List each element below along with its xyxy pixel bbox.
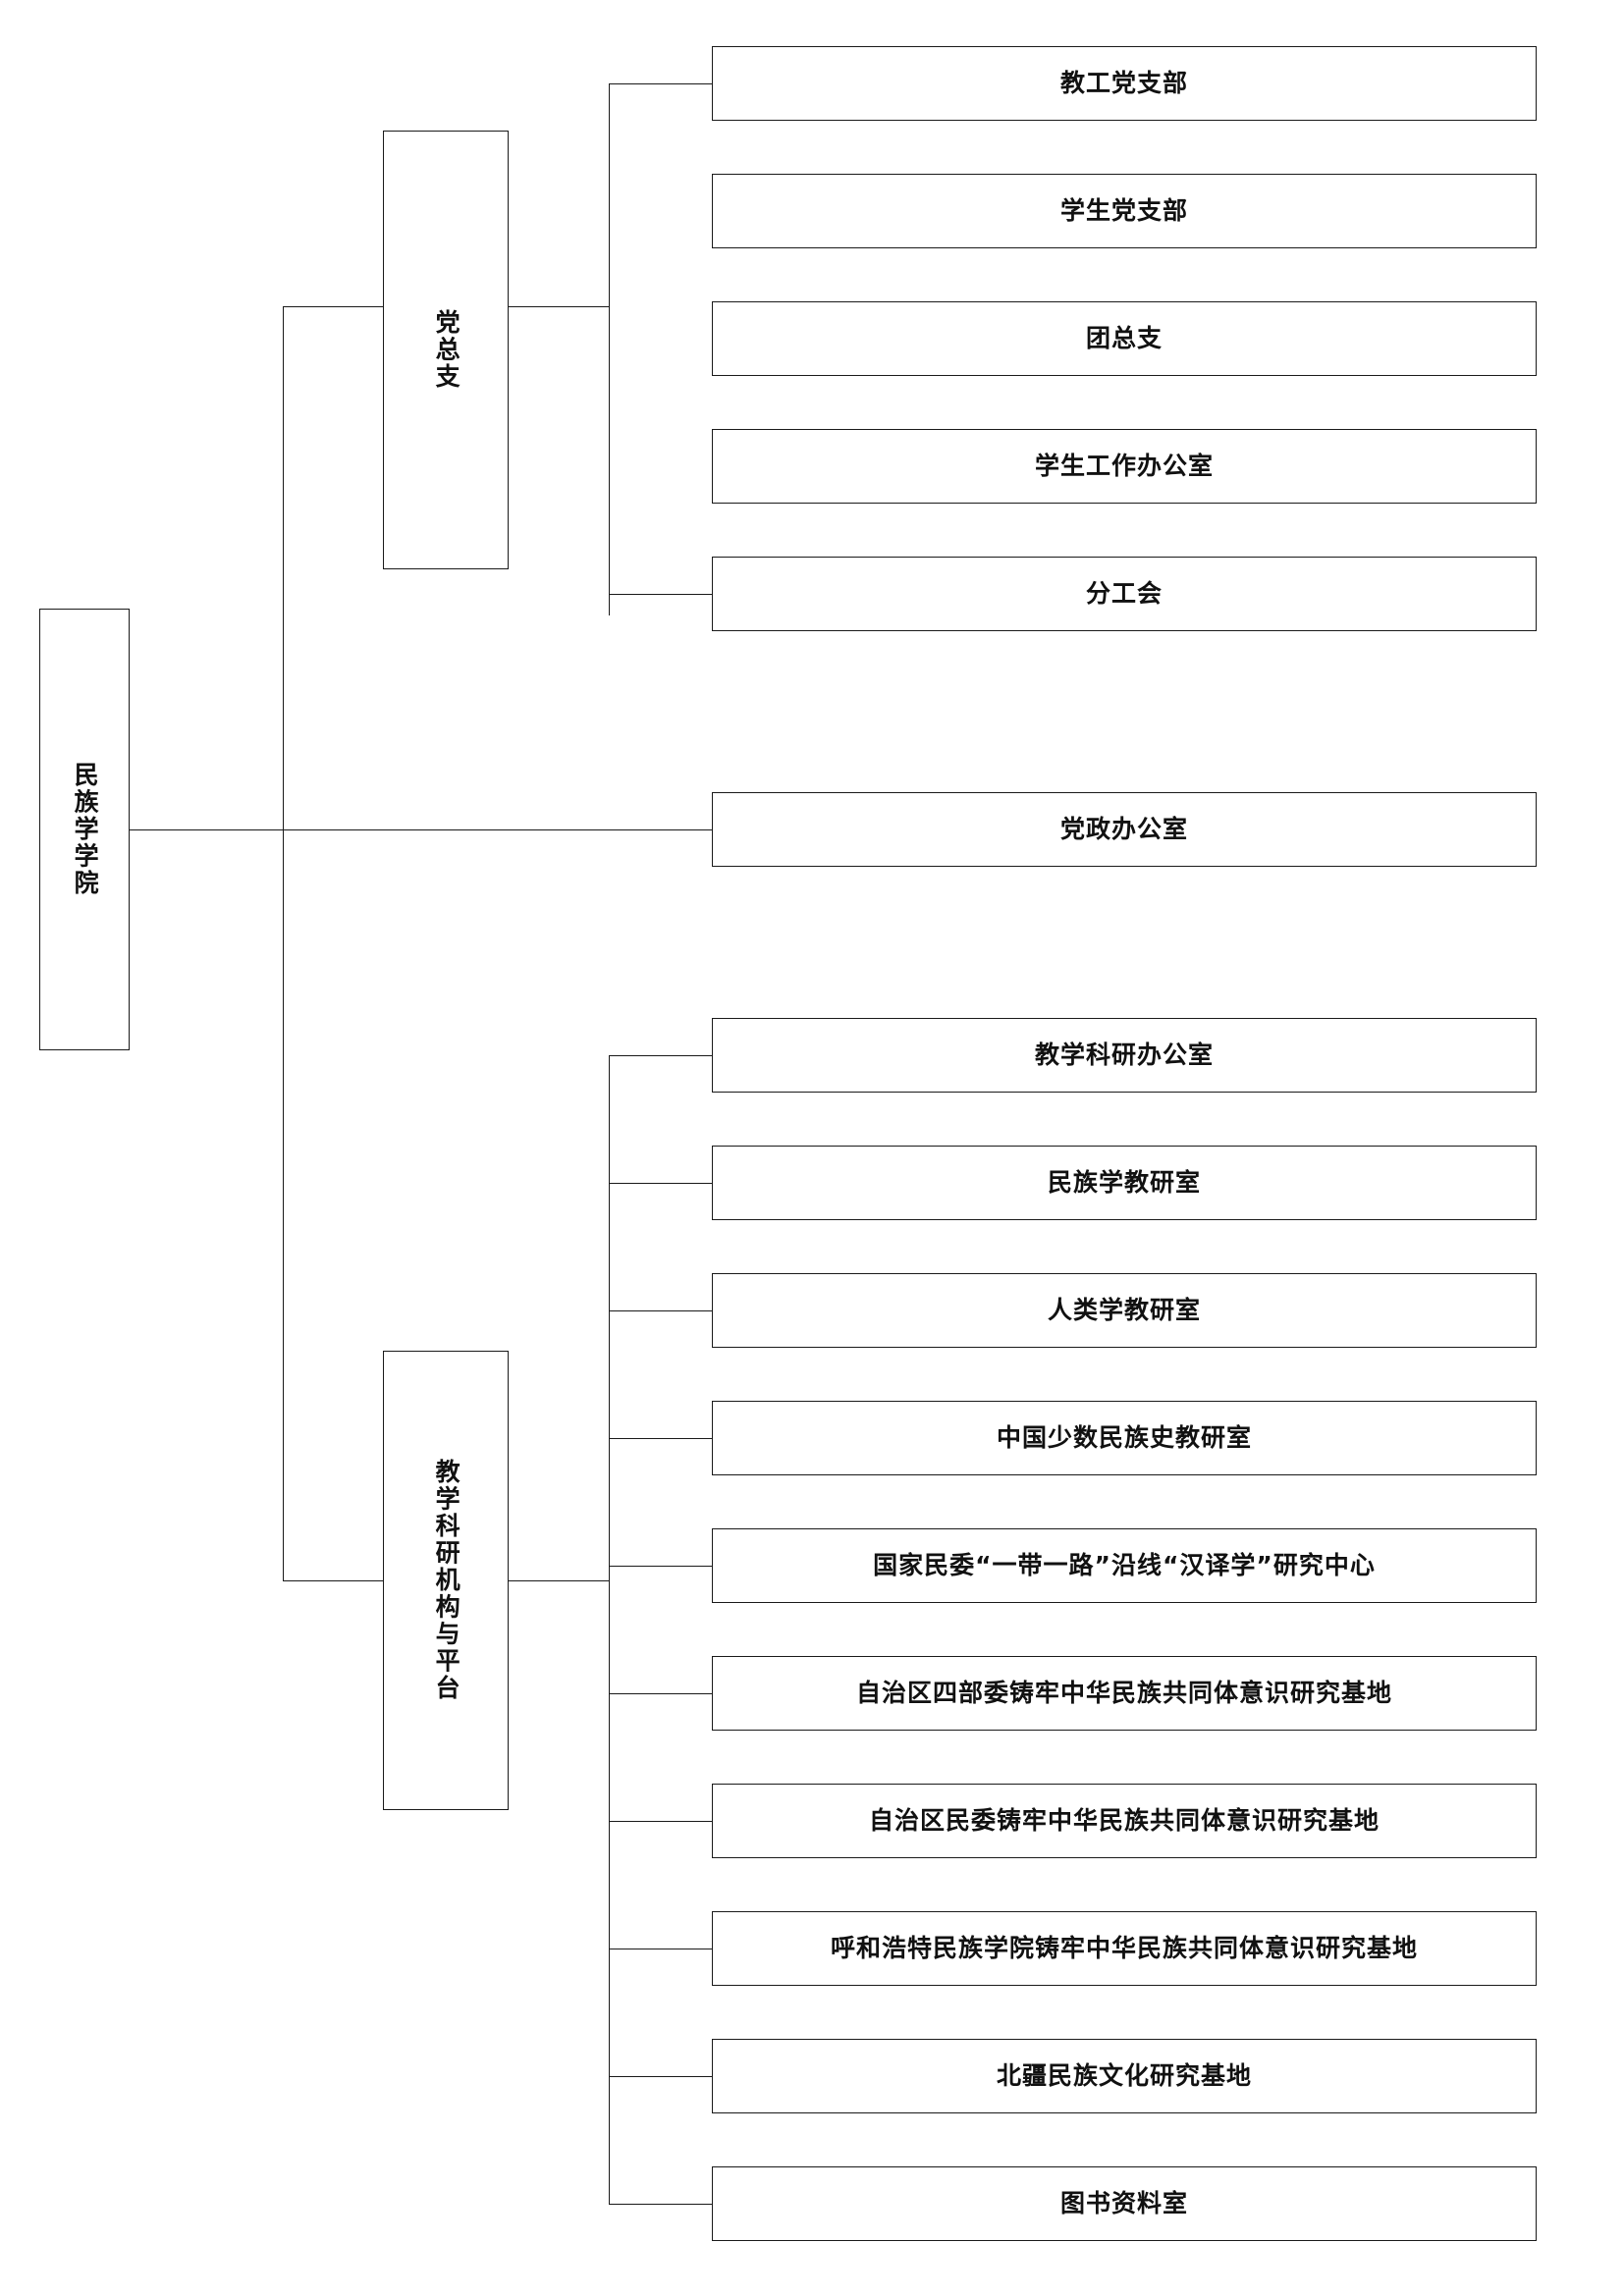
node-leaf-tushu-ziliaoshi[interactable]: 图书资料室 bbox=[712, 2166, 1537, 2241]
connector-party-branch-out bbox=[509, 306, 609, 307]
node-leaf-label: 学生党支部 bbox=[1059, 195, 1188, 225]
node-leaf-xueshenggongzuo-bangongshi[interactable]: 学生工作办公室 bbox=[712, 429, 1537, 504]
connector-academic-child-10 bbox=[609, 2204, 712, 2205]
node-leaf-label: 教学科研办公室 bbox=[1034, 1040, 1214, 1069]
connector-academic-branch-out bbox=[509, 1580, 609, 1581]
node-leaf-yidaiyilu-hanyixue-yanjiuzhongxin[interactable]: 国家民委“一带一路”沿线“汉译学”研究中心 bbox=[712, 1528, 1537, 1603]
node-leaf-huhehaote-minzuxueyuan-jidi[interactable]: 呼和浩特民族学院铸牢中华民族共同体意识研究基地 bbox=[712, 1911, 1537, 1986]
node-leaf-dangzheng-bangongshi[interactable]: 党政办公室 bbox=[712, 792, 1537, 867]
connector-academic-child-spine bbox=[609, 1055, 610, 2204]
node-branch-academic-label: 教学科研机构与平台 bbox=[432, 1459, 461, 1702]
node-leaf-zizhiqu-sibuwei-jidi[interactable]: 自治区四部委铸牢中华民族共同体意识研究基地 bbox=[712, 1656, 1537, 1731]
node-branch-academic[interactable]: 教学科研机构与平台 bbox=[383, 1351, 509, 1810]
connector-party-child-1 bbox=[609, 83, 712, 84]
connector-party-child-5 bbox=[609, 594, 712, 595]
connector-academic-child-3 bbox=[609, 1310, 712, 1311]
node-leaf-label: 人类学教研室 bbox=[1047, 1295, 1201, 1324]
node-leaf-label: 国家民委“一带一路”沿线“汉译学”研究中心 bbox=[873, 1550, 1376, 1579]
node-leaf-label: 自治区民委铸牢中华民族共同体意识研究基地 bbox=[868, 1805, 1380, 1835]
node-leaf-label: 团总支 bbox=[1085, 323, 1163, 352]
connector-academic-child-1 bbox=[609, 1055, 712, 1056]
node-leaf-jiaoxue-keyan-bangongshi[interactable]: 教学科研办公室 bbox=[712, 1018, 1537, 1093]
node-leaf-xuesheng-dangzhibu[interactable]: 学生党支部 bbox=[712, 174, 1537, 248]
connector-academic-child-6 bbox=[609, 1693, 712, 1694]
connector-root-spine bbox=[283, 306, 284, 1580]
node-leaf-label: 民族学教研室 bbox=[1047, 1167, 1201, 1197]
connector-spine-to-academic-branch bbox=[283, 1580, 383, 1581]
node-leaf-tuanzongzhi[interactable]: 团总支 bbox=[712, 301, 1537, 376]
node-leaf-label: 图书资料室 bbox=[1059, 2188, 1188, 2217]
connector-spine-to-party-branch bbox=[283, 306, 383, 307]
node-leaf-minzuxue-jiaoyanshi[interactable]: 民族学教研室 bbox=[712, 1146, 1537, 1220]
connector-academic-child-9 bbox=[609, 2076, 712, 2077]
node-leaf-label: 呼和浩特民族学院铸牢中华民族共同体意识研究基地 bbox=[830, 1933, 1418, 1962]
connector-party-child-spine bbox=[609, 83, 610, 615]
connector-academic-child-7 bbox=[609, 1821, 712, 1822]
node-leaf-label: 中国少数民族史教研室 bbox=[996, 1422, 1252, 1452]
node-leaf-fengonghui[interactable]: 分工会 bbox=[712, 557, 1537, 631]
node-root-minzuxue-xueyuan[interactable]: 民族学学院 bbox=[39, 609, 130, 1050]
connector-academic-child-4 bbox=[609, 1438, 712, 1439]
node-leaf-renleixue-jiaoyanshi[interactable]: 人类学教研室 bbox=[712, 1273, 1537, 1348]
node-leaf-label: 学生工作办公室 bbox=[1034, 451, 1214, 480]
connector-academic-child-2 bbox=[609, 1183, 712, 1184]
node-leaf-label: 北疆民族文化研究基地 bbox=[996, 2060, 1252, 2090]
node-leaf-zizhiqu-minwei-jidi[interactable]: 自治区民委铸牢中华民族共同体意识研究基地 bbox=[712, 1784, 1537, 1858]
node-branch-party[interactable]: 党总支 bbox=[383, 131, 509, 569]
node-root-label: 民族学学院 bbox=[71, 762, 100, 897]
connector-root-to-admin-office bbox=[130, 829, 712, 830]
node-branch-party-label: 党总支 bbox=[432, 309, 461, 391]
node-leaf-label: 分工会 bbox=[1085, 578, 1163, 608]
node-leaf-label: 党政办公室 bbox=[1059, 814, 1188, 843]
node-leaf-label: 自治区四部委铸牢中华民族共同体意识研究基地 bbox=[855, 1678, 1392, 1707]
node-leaf-jiaogong-dangzhibu[interactable]: 教工党支部 bbox=[712, 46, 1537, 121]
node-leaf-label: 教工党支部 bbox=[1059, 68, 1188, 97]
connector-academic-child-5 bbox=[609, 1566, 712, 1567]
node-leaf-beijiang-minzuwenhua-jidi[interactable]: 北疆民族文化研究基地 bbox=[712, 2039, 1537, 2113]
node-leaf-zhongguo-shaoshuminzushi-jiaoyanshi[interactable]: 中国少数民族史教研室 bbox=[712, 1401, 1537, 1475]
